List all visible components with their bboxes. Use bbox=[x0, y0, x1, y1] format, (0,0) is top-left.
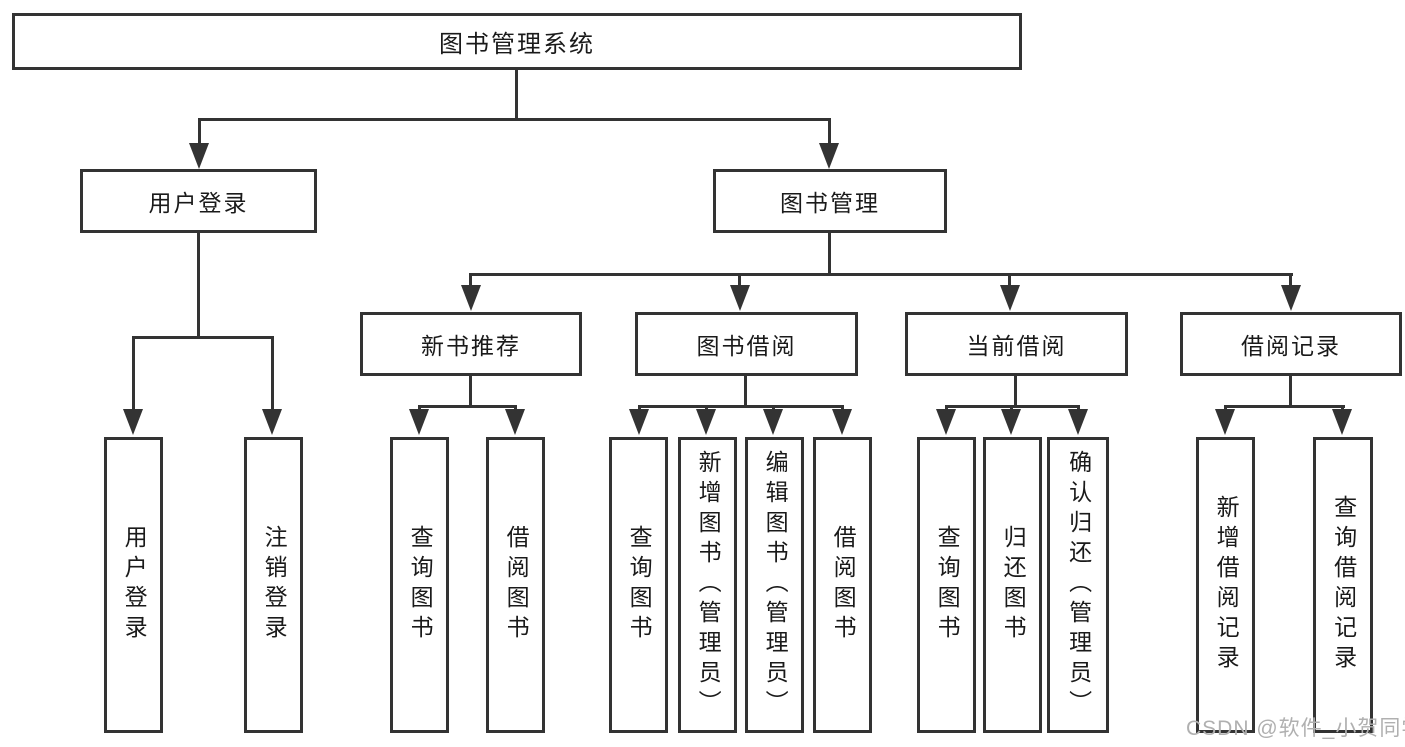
connector-line bbox=[198, 118, 201, 145]
arrow-head bbox=[1068, 409, 1088, 435]
node-user-login: 用户登录 bbox=[80, 169, 317, 233]
node-new-book-recommend-label: 新书推荐 bbox=[421, 333, 521, 359]
leaf-add-borrow-record-label: 新增借阅记录 bbox=[1213, 495, 1240, 675]
leaf-query-books-1-label: 查询图书 bbox=[407, 525, 434, 645]
node-book-borrow-label: 图书借阅 bbox=[696, 333, 797, 359]
csdn-watermark: CSDN @软件_小贺同学 bbox=[1186, 717, 1405, 740]
arrow-head bbox=[1332, 409, 1352, 435]
node-root: 图书管理系统 bbox=[12, 13, 1022, 70]
connector-line bbox=[738, 273, 741, 286]
arrow-head bbox=[819, 143, 839, 169]
connector-line bbox=[514, 405, 517, 411]
leaf-add-books-admin-label: 新增图书（管理员） bbox=[695, 450, 722, 720]
connector-line bbox=[638, 405, 844, 408]
arrow-head bbox=[936, 409, 956, 435]
connector-line bbox=[638, 405, 641, 411]
arrow-head bbox=[505, 409, 525, 435]
connector-line bbox=[1289, 376, 1292, 405]
arrow-head bbox=[763, 409, 783, 435]
connector-line bbox=[945, 405, 948, 411]
leaf-query-books-3: 查询图书 bbox=[917, 437, 976, 733]
leaf-return-books: 归还图书 bbox=[983, 437, 1042, 733]
connector-line bbox=[1010, 405, 1013, 411]
node-new-book-recommend: 新书推荐 bbox=[360, 312, 582, 376]
arrow-head bbox=[1001, 409, 1021, 435]
connector-line bbox=[470, 273, 1293, 276]
leaf-query-borrow-record: 查询借阅记录 bbox=[1313, 437, 1373, 733]
connector-line bbox=[469, 273, 472, 286]
node-current-borrow: 当前借阅 bbox=[905, 312, 1128, 376]
leaf-borrow-books-1: 借阅图书 bbox=[486, 437, 545, 733]
leaf-edit-books-admin: 编辑图书（管理员） bbox=[745, 437, 804, 733]
node-book-borrow: 图书借阅 bbox=[635, 312, 858, 376]
arrow-head bbox=[832, 409, 852, 435]
leaf-query-books-3-label: 查询图书 bbox=[934, 525, 961, 645]
leaf-user-login: 用户登录 bbox=[104, 437, 163, 733]
connector-line bbox=[828, 118, 831, 145]
arrow-head bbox=[730, 285, 750, 311]
arrow-head bbox=[629, 409, 649, 435]
arrow-head bbox=[1215, 409, 1235, 435]
connector-line bbox=[132, 336, 274, 339]
node-current-borrow-label: 当前借阅 bbox=[966, 333, 1067, 359]
connector-line bbox=[198, 118, 831, 121]
leaf-add-books-admin: 新增图书（管理员） bbox=[678, 437, 737, 733]
connector-line bbox=[1014, 376, 1017, 405]
connector-line bbox=[197, 233, 200, 336]
leaf-add-borrow-record: 新增借阅记录 bbox=[1196, 437, 1255, 733]
arrow-head bbox=[461, 285, 481, 311]
connector-line bbox=[1341, 405, 1344, 411]
leaf-query-books-2-label: 查询图书 bbox=[626, 525, 653, 645]
node-book-management-label: 图书管理 bbox=[780, 190, 880, 216]
leaf-query-books-1: 查询图书 bbox=[390, 437, 449, 733]
node-user-login-label: 用户登录 bbox=[148, 190, 249, 216]
connector-line bbox=[1008, 273, 1011, 286]
arrow-head bbox=[1281, 285, 1301, 311]
arrow-head bbox=[189, 143, 209, 169]
leaf-borrow-books-2: 借阅图书 bbox=[813, 437, 872, 733]
connector-line bbox=[418, 405, 421, 411]
arrow-head bbox=[123, 409, 143, 435]
connector-line bbox=[705, 405, 708, 411]
leaf-logout-label: 注销登录 bbox=[261, 525, 288, 645]
leaf-edit-books-admin-label: 编辑图书（管理员） bbox=[762, 450, 789, 720]
connector-line bbox=[418, 405, 517, 408]
arrow-head bbox=[262, 409, 282, 435]
arrow-head bbox=[409, 409, 429, 435]
connector-line bbox=[772, 405, 775, 411]
connector-line bbox=[1077, 405, 1080, 411]
connector-line bbox=[469, 376, 472, 405]
connector-line bbox=[1224, 405, 1227, 411]
leaf-logout: 注销登录 bbox=[244, 437, 303, 733]
connector-line bbox=[132, 336, 135, 410]
leaf-confirm-return-admin-label: 确认归还（管理员） bbox=[1065, 450, 1092, 720]
leaf-query-borrow-record-label: 查询借阅记录 bbox=[1330, 495, 1357, 675]
connector-line bbox=[841, 405, 844, 411]
arrow-head bbox=[696, 409, 716, 435]
node-borrow-records-label: 借阅记录 bbox=[1241, 333, 1341, 359]
arrow-head bbox=[1000, 285, 1020, 311]
connector-line bbox=[1289, 273, 1292, 286]
leaf-borrow-books-2-label: 借阅图书 bbox=[830, 525, 857, 645]
connector-line bbox=[271, 336, 274, 410]
leaf-query-books-2: 查询图书 bbox=[609, 437, 668, 733]
node-root-label: 图书管理系统 bbox=[439, 31, 595, 58]
node-book-management: 图书管理 bbox=[713, 169, 947, 233]
leaf-user-login-label: 用户登录 bbox=[121, 525, 148, 645]
node-borrow-records: 借阅记录 bbox=[1180, 312, 1402, 376]
connector-line bbox=[515, 70, 518, 118]
connector-line bbox=[828, 233, 831, 273]
leaf-confirm-return-admin: 确认归还（管理员） bbox=[1047, 437, 1109, 733]
connector-line bbox=[744, 376, 747, 405]
leaf-return-books-label: 归还图书 bbox=[1000, 525, 1027, 645]
connector-line bbox=[1224, 405, 1345, 408]
leaf-borrow-books-1-label: 借阅图书 bbox=[503, 525, 530, 645]
